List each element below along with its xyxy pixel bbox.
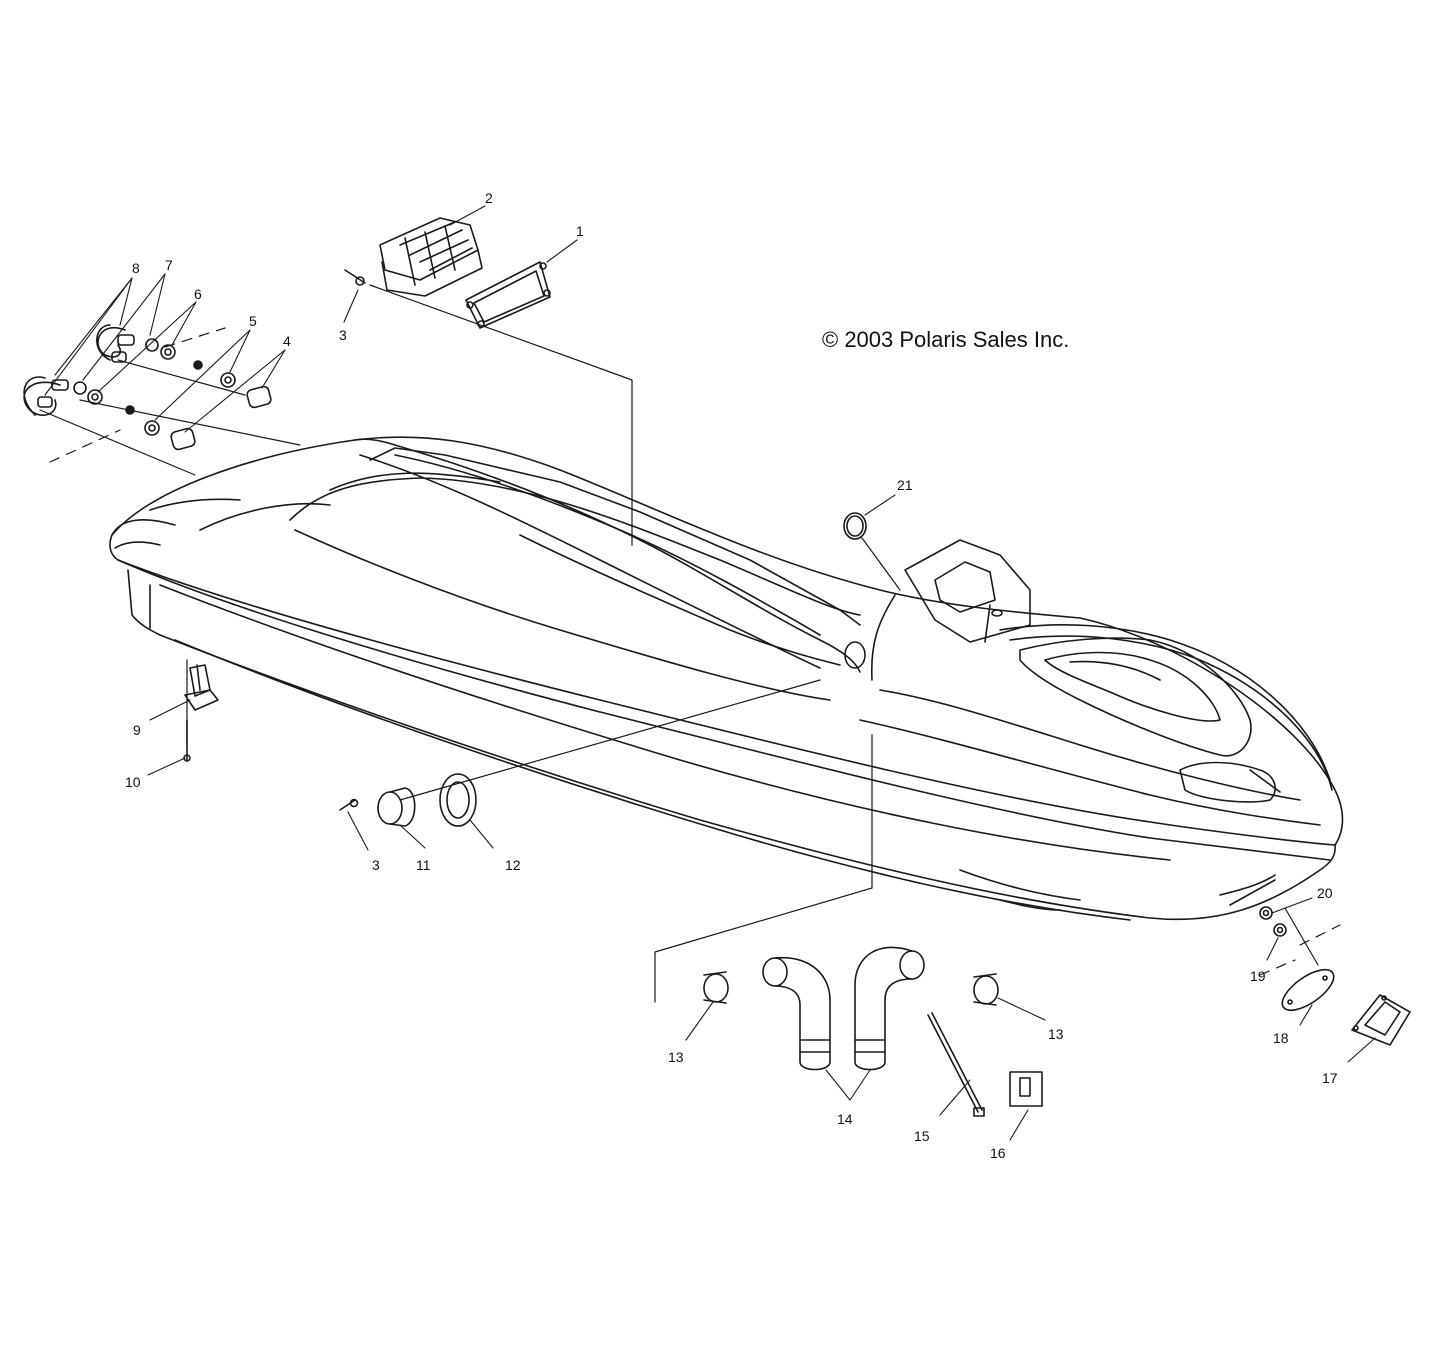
- decal-label: [1009, 1071, 1043, 1107]
- callout-6: 6: [194, 286, 202, 302]
- callout-14: 14: [837, 1111, 853, 1127]
- washer: [1273, 923, 1287, 937]
- callout-10: 10: [125, 774, 141, 790]
- pump-intake-fitting: [377, 787, 416, 827]
- intake-flange: [439, 773, 477, 827]
- callout-8: 8: [132, 260, 140, 276]
- callout-3b: 3: [372, 857, 380, 873]
- screw: [339, 269, 366, 811]
- hose-fittings: [23, 324, 272, 451]
- callout-1: 1: [576, 223, 584, 239]
- callout-2: 2: [485, 190, 493, 206]
- exhaust-elbows: [762, 946, 925, 1071]
- intake-grate: [379, 217, 483, 297]
- hull-body: [109, 436, 1344, 921]
- callout-7: 7: [165, 257, 173, 273]
- grille-gasket: [465, 261, 551, 329]
- callout-19: 19: [1250, 968, 1266, 984]
- callout-4: 4: [283, 333, 291, 349]
- callout-3a: 3: [339, 327, 347, 343]
- callout-18: 18: [1273, 1030, 1289, 1046]
- callout-11: 11: [416, 857, 431, 873]
- backing-plate: [1281, 968, 1335, 1012]
- lock-nut: [1259, 906, 1273, 920]
- bow-eye-plate: [1351, 994, 1411, 1046]
- callout-17: 17: [1322, 1070, 1338, 1086]
- callout-labels: 1 2 3 4 5 6 7 8 9 10 3 11 12 13 14 13 15…: [125, 190, 1338, 1161]
- callout-13b: 13: [1048, 1026, 1064, 1042]
- hose-clamp-left: [703, 971, 729, 1004]
- cable-tie: [927, 1012, 985, 1117]
- callout-16: 16: [990, 1145, 1006, 1161]
- fuel-cap-o-ring: [843, 512, 867, 540]
- callout-21: 21: [897, 477, 913, 493]
- drain-plug: [184, 664, 219, 711]
- callout-9: 9: [133, 722, 141, 738]
- copyright-notice: © 2003 Polaris Sales Inc.: [822, 327, 1070, 352]
- drain-bolt: [183, 719, 191, 762]
- hose-clamp-right: [973, 973, 999, 1006]
- callout-5: 5: [249, 313, 257, 329]
- callout-15: 15: [914, 1128, 930, 1144]
- callout-12: 12: [505, 857, 521, 873]
- callout-13a: 13: [668, 1049, 684, 1065]
- callout-20: 20: [1317, 885, 1333, 901]
- callout-leaders: [44, 205, 1376, 1141]
